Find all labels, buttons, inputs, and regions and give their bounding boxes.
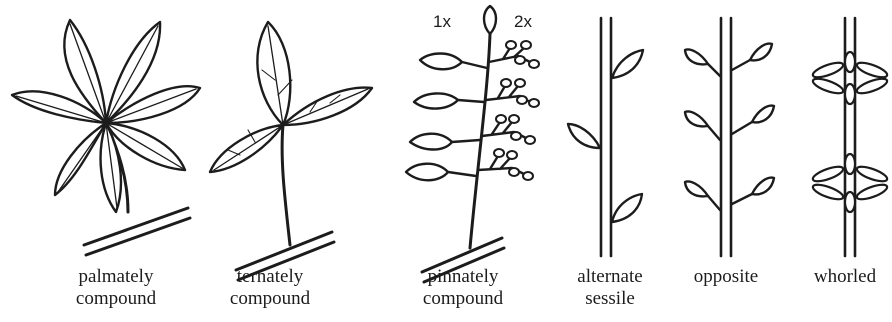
caption-line: ternately — [205, 266, 335, 288]
caption-ternately-compound: ternately compound — [205, 266, 335, 310]
pinnately-compound-drawing — [406, 6, 539, 282]
alternate-sessile-drawing — [568, 18, 643, 256]
caption-line: opposite — [676, 266, 776, 288]
whorled-drawing — [811, 18, 888, 256]
ternately-compound-drawing — [210, 22, 372, 280]
caption-line: whorled — [800, 266, 890, 288]
caption-alternate-sessile: alternate sessile — [555, 266, 665, 310]
caption-line: pinnately — [398, 266, 528, 288]
caption-opposite: opposite — [676, 266, 776, 288]
opposite-drawing — [685, 18, 774, 256]
caption-line: compound — [205, 288, 335, 310]
caption-line: compound — [46, 288, 186, 310]
caption-line: compound — [398, 288, 528, 310]
once-pinnate-marker: 1x — [433, 12, 451, 32]
caption-whorled: whorled — [800, 266, 890, 288]
caption-line: palmately — [46, 266, 186, 288]
twice-pinnate-marker: 2x — [514, 12, 532, 32]
caption-line: sessile — [555, 288, 665, 310]
caption-pinnately-compound: pinnately compound — [398, 266, 528, 310]
palmately-compound-drawing — [12, 20, 200, 255]
caption-line: alternate — [555, 266, 665, 288]
caption-palmately-compound: palmately compound — [46, 266, 186, 310]
